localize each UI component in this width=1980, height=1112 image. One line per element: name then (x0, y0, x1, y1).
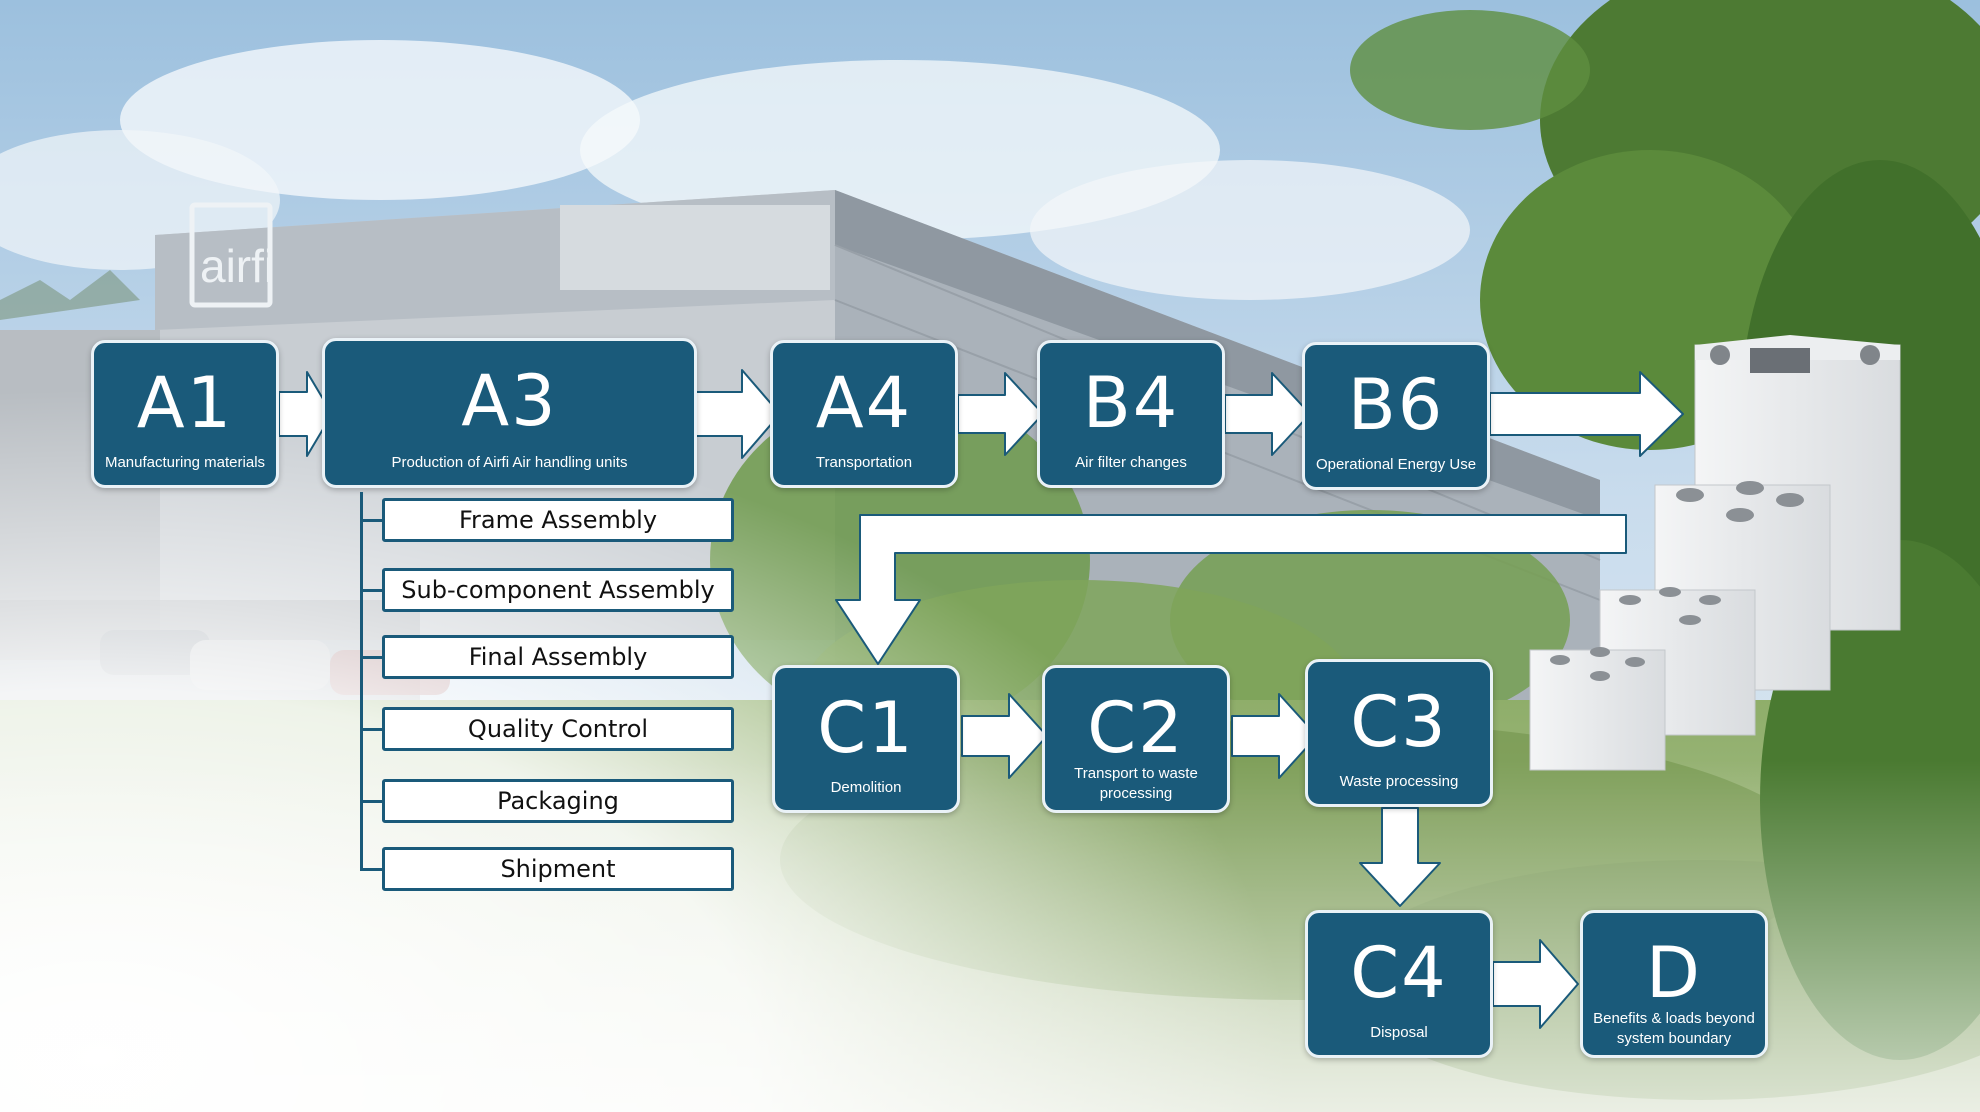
stage-c4-desc: Disposal (1370, 1024, 1428, 1041)
stage-b4-code: B4 (1082, 362, 1180, 444)
production-step-shipment: Shipment (382, 847, 734, 891)
stage-c2: C2 Transport to waste processing (1042, 665, 1230, 813)
connector-tick (360, 519, 382, 522)
stage-b6: B6 Operational Energy Use (1302, 342, 1490, 490)
production-step-final-assembly: Final Assembly (382, 635, 734, 679)
stage-b4: B4 Air filter changes (1037, 340, 1225, 488)
stage-a1-desc: Manufacturing materials (104, 454, 266, 471)
arrow-a1-a3 (278, 371, 333, 457)
connector-tick (360, 800, 382, 803)
stage-a3: A3 Production of Airfi Air handling unit… (322, 338, 697, 488)
stage-b6-code: B6 (1347, 364, 1445, 446)
arrow-a4-b4 (957, 372, 1044, 456)
arrow-c1-c2 (961, 693, 1048, 779)
stage-c1: C1 Demolition (772, 665, 960, 813)
stage-d: D Benefits & loads beyond system boundar… (1580, 910, 1768, 1058)
arrow-b4-b6 (1224, 372, 1311, 456)
stage-c3: C3 Waste processing (1305, 659, 1493, 807)
arrow-a3-a4 (694, 369, 781, 459)
arrow-c3-c4 (1359, 807, 1441, 907)
arrow-return-to-c1 (835, 514, 1627, 665)
stage-a4-desc: Transportation (815, 454, 913, 471)
connector-tick (360, 589, 382, 592)
production-step-quality-control: Quality Control (382, 707, 734, 751)
connector-tick (360, 868, 382, 871)
stage-c4: C4 Disposal (1305, 910, 1493, 1058)
production-steps-connector (360, 492, 363, 871)
stage-a3-desc: Production of Airfi Air handling units (391, 454, 628, 471)
production-step-sub-component-assembly: Sub-component Assembly (382, 568, 734, 612)
stage-a4-code: A4 (815, 362, 913, 444)
arrow-b6-units (1489, 371, 1684, 457)
stage-d-code: D (1646, 932, 1702, 1014)
stage-c1-desc: Demolition (830, 779, 902, 796)
production-step-packaging: Packaging (382, 779, 734, 823)
connector-tick (360, 656, 382, 659)
stage-a1: A1 Manufacturing materials (91, 340, 279, 488)
arrow-c2-c3 (1231, 693, 1318, 779)
stage-d-desc: Benefits & loads beyond system boundary (1593, 1010, 1755, 1047)
stage-b6-desc: Operational Energy Use (1315, 456, 1477, 473)
stage-c3-code: C3 (1350, 681, 1448, 763)
stage-c2-desc: Transport to waste processing (1074, 765, 1198, 802)
stage-a3-code: A3 (461, 360, 558, 442)
stage-a1-code: A1 (136, 362, 234, 444)
stage-c1-code: C1 (817, 687, 915, 769)
stage-c2-code: C2 (1087, 687, 1185, 769)
stage-b4-desc: Air filter changes (1075, 454, 1187, 471)
connector-tick (360, 728, 382, 731)
arrow-c4-d (1492, 939, 1579, 1029)
stage-c3-desc: Waste processing (1339, 773, 1459, 790)
stage-a4: A4 Transportation (770, 340, 958, 488)
production-step-frame-assembly: Frame Assembly (382, 498, 734, 542)
stage-c4-code: C4 (1350, 932, 1448, 1014)
